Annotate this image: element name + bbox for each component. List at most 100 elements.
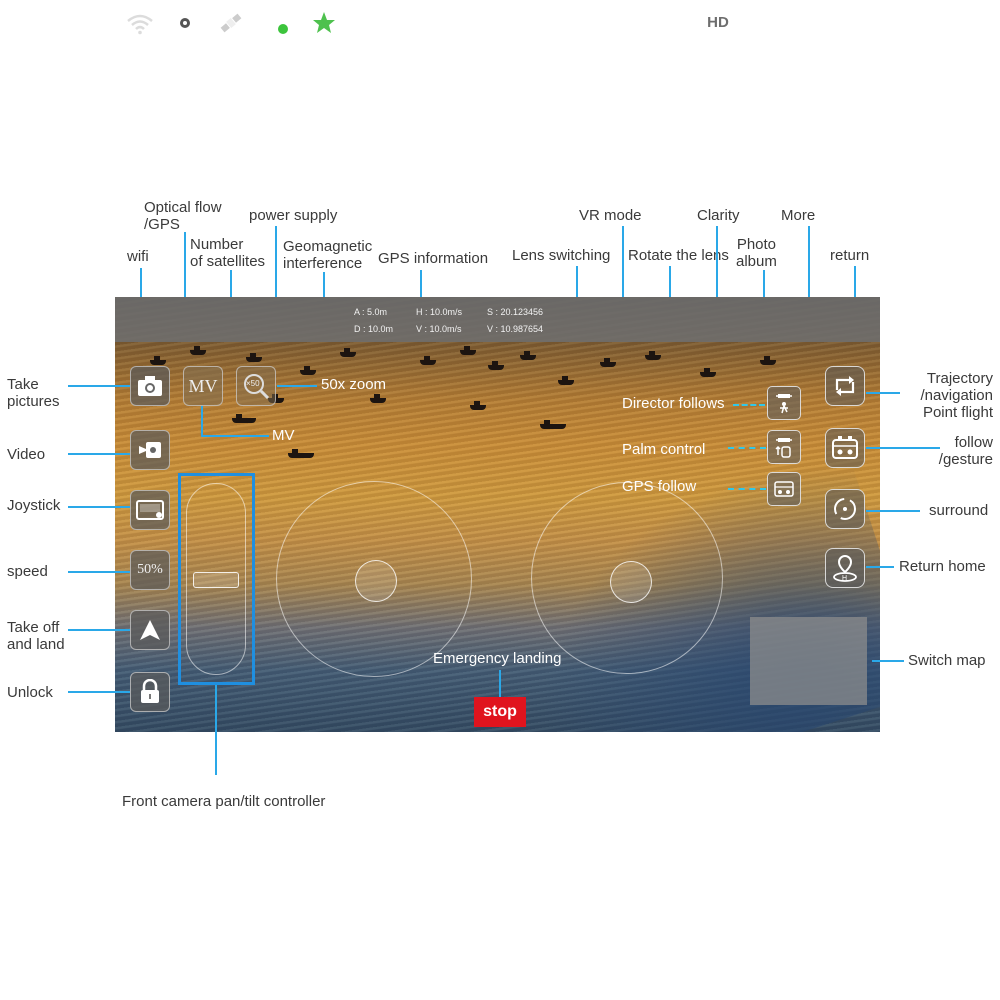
vr-mode-icon[interactable]: VR (607, 8, 637, 38)
callout-line-joystick (68, 506, 130, 508)
director-follow-button[interactable] (767, 386, 801, 420)
label-number-of-satellites: Number of satellites (190, 236, 266, 270)
boat (540, 420, 566, 429)
vr-mode-text: VR (608, 12, 636, 34)
callout-line-return-home (866, 566, 894, 568)
boat (190, 346, 206, 355)
geomagnetic-star-icon (309, 8, 339, 38)
callout-line-return (854, 266, 856, 304)
video-camera-icon (139, 442, 161, 458)
pan-tilt-highlight-box (178, 473, 255, 685)
top-status-bar (115, 297, 880, 342)
gps-vertical-speed: V : 10.0m/s (416, 324, 462, 334)
callout-line-video (68, 453, 130, 455)
right-joystick-knob[interactable] (610, 561, 652, 603)
label-power-supply: power supply (249, 207, 338, 224)
arrow-up-icon (140, 620, 160, 640)
follow-gesture-button[interactable] (825, 428, 865, 468)
gps-longitude: V : 10.987654 (487, 324, 544, 334)
gps-follow-icon (774, 481, 794, 497)
callout-line-emergency (499, 670, 501, 697)
lock-icon (141, 679, 159, 703)
hd-text: HD (703, 13, 733, 33)
label-vr-mode: VR mode (579, 207, 642, 224)
label-trajectory: Trajectory /navigation Point flight (920, 370, 993, 421)
label-clarity: Clarity (697, 207, 740, 224)
return-home-button[interactable]: H (825, 548, 865, 588)
label-wifi: wifi (127, 248, 149, 265)
boat (340, 348, 356, 357)
camera-icon (138, 376, 162, 396)
zoom-button[interactable]: ×50 (236, 366, 276, 406)
more-icon[interactable]: ••• (801, 14, 819, 31)
callout-dash-gps-follow (728, 488, 766, 490)
label-more: More (781, 207, 816, 224)
take-off-land-button[interactable] (130, 610, 170, 650)
pan-tilt-slider-handle[interactable] (193, 572, 239, 588)
mv-button[interactable]: MV (183, 366, 223, 406)
rotate-lens-icon[interactable] (655, 8, 685, 38)
boat (488, 361, 504, 370)
callout-line-take-pictures (68, 385, 130, 387)
palm-control-button[interactable] (767, 430, 801, 464)
gps-altitude: A : 5.0m (354, 307, 388, 317)
speed-button[interactable]: 50% (130, 550, 170, 590)
boat (288, 449, 314, 458)
boat (470, 401, 486, 410)
clarity-hd-icon[interactable]: HD (700, 8, 736, 38)
label-emergency-landing: Emergency landing (433, 650, 562, 667)
left-joystick-knob[interactable] (355, 560, 397, 602)
label-video: Video (7, 446, 46, 463)
callout-line-rotate-lens (669, 266, 671, 304)
director-follow-icon (776, 394, 792, 414)
trajectory-button[interactable] (825, 366, 865, 406)
gps-horizontal-speed: H : 10.0m/s (416, 307, 463, 317)
callout-line-wifi (140, 268, 142, 304)
callout-line-mv-vertical (201, 406, 203, 436)
unlock-button[interactable] (130, 672, 170, 712)
optical-flow-icon[interactable] (170, 8, 200, 38)
surround-orbit-icon (834, 498, 856, 520)
video-button[interactable] (130, 430, 170, 470)
wifi-icon (125, 8, 155, 38)
callout-line-unlock (68, 691, 130, 693)
surround-button[interactable] (825, 489, 865, 529)
label-switch-map: Switch map (908, 652, 986, 669)
boat (246, 353, 262, 362)
right-joystick-ring[interactable] (531, 482, 723, 674)
boat (460, 346, 476, 355)
boat (600, 358, 616, 367)
take-picture-button[interactable] (130, 366, 170, 406)
gps-latitude: S : 20.123456 (487, 307, 544, 317)
return-home-pin-icon: H (833, 554, 857, 582)
callout-line-surround (866, 510, 920, 512)
lens-switch-icon[interactable] (562, 8, 592, 38)
joystick-toggle-button[interactable] (130, 490, 170, 530)
callout-line-mv-horizontal (201, 435, 269, 437)
satellite-icon (216, 8, 246, 38)
gps-distance: D : 10.0m (354, 324, 394, 334)
callout-line-zoom (277, 385, 317, 387)
label-take-pictures: Take pictures (7, 376, 60, 410)
speed-button-text: 50% (137, 562, 163, 577)
gps-follow-button[interactable] (767, 472, 801, 506)
zoom-magnifier-icon (244, 374, 270, 400)
label-take-off-land: Take off and land (7, 619, 65, 653)
photo-album-icon[interactable] (748, 8, 778, 38)
label-follow-gesture: follow /gesture (938, 434, 993, 468)
callout-line-geomagnetic (323, 272, 325, 304)
emergency-stop-button[interactable]: stop (474, 697, 526, 727)
follow-gesture-icon (832, 436, 858, 459)
pan-tilt-slider-track[interactable] (186, 483, 246, 675)
callout-line-satellites (230, 270, 232, 304)
label-director-follows: Director follows (622, 395, 725, 412)
callout-line-gps-info (420, 270, 422, 304)
boat (370, 394, 386, 403)
map-preview[interactable] (750, 617, 867, 705)
label-optical-flow: Optical flow /GPS (144, 199, 222, 233)
callout-line-clarity (716, 226, 718, 304)
return-arrow-icon[interactable] (840, 8, 870, 38)
left-joystick-ring[interactable] (276, 481, 472, 677)
callout-line-front-camera (215, 685, 217, 775)
boat (760, 356, 776, 365)
